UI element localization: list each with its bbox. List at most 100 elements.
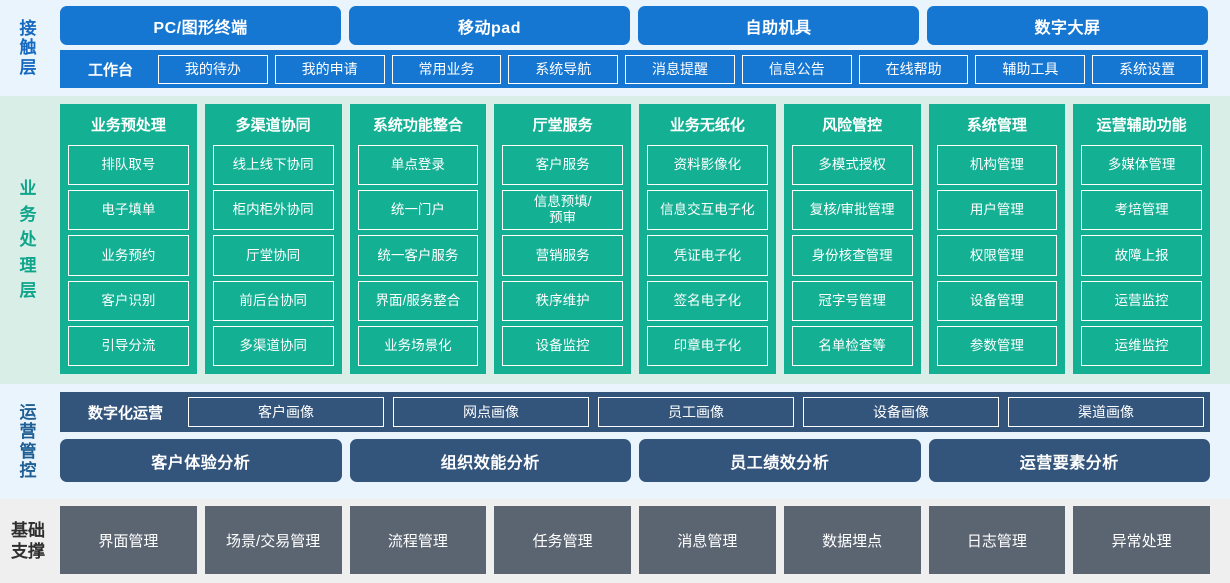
layer-contact-label-char: 层 (19, 57, 37, 77)
column-item[interactable]: 秩序维护 (502, 280, 623, 321)
column-item[interactable]: 界面/服务整合 (357, 280, 479, 321)
base-support-row: 界面管理 场景/交易管理 流程管理 任务管理 消息管理 数据埋点 日志管理 异常… (60, 506, 1210, 574)
analysis-button-operation-elements[interactable]: 运营要素分析 (928, 439, 1210, 482)
column-item[interactable]: 设备管理 (936, 280, 1058, 321)
business-column-system-integration: 系统功能整合 单点登录 统一门户 统一客户服务 界面/服务整合 业务场景化 (349, 104, 487, 374)
business-column-pre-processing: 业务预处理 排队取号 电子填单 业务预约 客户识别 引导分流 (60, 104, 197, 374)
base-button-exception-handling[interactable]: 异常处理 (1073, 506, 1210, 574)
column-item[interactable]: 考培管理 (1081, 190, 1202, 231)
column-item[interactable]: 排队取号 (68, 145, 189, 186)
column-item[interactable]: 厅堂协同 (212, 235, 334, 276)
portrait-item-channel[interactable]: 渠道画像 (1008, 397, 1205, 427)
column-item[interactable]: 资料影像化 (647, 145, 768, 186)
layer-business-label-char: 理 (19, 255, 37, 275)
column-item[interactable]: 运维监控 (1081, 325, 1202, 367)
workbench-item-information-bulletin[interactable]: 信息公告 (741, 54, 852, 84)
column-item[interactable]: 设备监控 (502, 325, 623, 367)
column-title: 多渠道协同 (235, 117, 311, 134)
column-item[interactable]: 故障上报 (1081, 235, 1202, 276)
column-title: 系统管理 (966, 117, 1027, 134)
layer-business-body: 业务预处理 排队取号 电子填单 业务预约 客户识别 引导分流 多渠道协同 线上线… (56, 96, 1230, 384)
column-item[interactable]: 复核/审批管理 (791, 190, 913, 231)
column-item[interactable]: 名单检查等 (791, 325, 913, 367)
channel-button-pc[interactable]: PC/图形终端 (60, 6, 341, 46)
base-button-data-tracking[interactable]: 数据埋点 (783, 506, 921, 574)
analysis-button-employee-performance[interactable]: 员工绩效分析 (639, 439, 921, 482)
base-button-scenario-transaction-management[interactable]: 场景/交易管理 (204, 506, 342, 574)
portrait-item-employee[interactable]: 员工画像 (598, 397, 795, 427)
column-item[interactable]: 多渠道协同 (212, 325, 334, 367)
column-item[interactable]: 线上线下协同 (212, 145, 334, 186)
business-column-lobby-service: 厅堂服务 客户服务 信息预填/ 预审 营销服务 秩序维护 设备监控 (494, 104, 631, 374)
column-item[interactable]: 签名电子化 (647, 280, 768, 321)
column-item[interactable]: 用户管理 (936, 190, 1058, 231)
analysis-button-organization-efficiency[interactable]: 组织效能分析 (349, 439, 631, 482)
business-column-system-management: 系统管理 机构管理 用户管理 权限管理 设备管理 参数管理 (928, 104, 1066, 374)
workbench-item-system-settings[interactable]: 系统设置 (1092, 54, 1203, 84)
workbench-item-common-business[interactable]: 常用业务 (391, 54, 502, 84)
column-item[interactable]: 客户服务 (502, 145, 623, 186)
column-item[interactable]: 电子填单 (68, 190, 189, 231)
column-item[interactable]: 统一门户 (357, 190, 479, 231)
column-title: 业务预处理 (90, 117, 166, 134)
workbench-item-auxiliary-tools[interactable]: 辅助工具 (975, 54, 1086, 84)
layer-operations: 运 营 管 控 数字化运营 客户画像 网点画像 员工画像 设备画像 渠道画像 客… (0, 384, 1230, 499)
layer-base-support: 基础 支撑 界面管理 场景/交易管理 流程管理 任务管理 消息管理 数据埋点 日… (0, 499, 1230, 583)
layer-operations-label-char: 运 (19, 403, 37, 423)
column-item[interactable]: 信息预填/ 预审 (502, 190, 623, 231)
portrait-item-device[interactable]: 设备画像 (803, 397, 1000, 427)
column-title: 业务无纸化 (669, 117, 745, 134)
column-item[interactable]: 前后台协同 (212, 280, 334, 321)
channel-button-self-service[interactable]: 自助机具 (638, 6, 919, 46)
column-item[interactable]: 凭证电子化 (647, 235, 768, 276)
column-item[interactable]: 机构管理 (936, 145, 1058, 186)
layer-business-label-char: 层 (19, 281, 37, 301)
base-button-interface-management[interactable]: 界面管理 (60, 506, 197, 574)
column-title: 运营辅助功能 (1096, 117, 1187, 134)
portrait-item-branch[interactable]: 网点画像 (393, 397, 590, 427)
layer-base-support-body: 界面管理 场景/交易管理 流程管理 任务管理 消息管理 数据埋点 日志管理 异常… (56, 499, 1230, 583)
workbench-item-my-todo[interactable]: 我的待办 (158, 54, 268, 84)
base-button-process-management[interactable]: 流程管理 (349, 506, 487, 574)
workbench-item-online-help[interactable]: 在线帮助 (858, 54, 969, 84)
base-button-log-management[interactable]: 日志管理 (928, 506, 1066, 574)
column-item[interactable]: 身份核查管理 (791, 235, 913, 276)
business-column-paperless: 业务无纸化 资料影像化 信息交互电子化 凭证电子化 签名电子化 印章电子化 (639, 104, 776, 374)
column-item[interactable]: 参数管理 (936, 325, 1058, 367)
channel-button-mobile-pad[interactable]: 移动pad (349, 6, 630, 46)
column-item[interactable]: 运营监控 (1081, 280, 1202, 321)
workbench-item-message-reminder[interactable]: 消息提醒 (625, 54, 735, 84)
column-item[interactable]: 客户识别 (68, 280, 189, 321)
layer-contact: 接 触 层 PC/图形终端 移动pad 自助机具 数字大屏 工作台 我的待办 我… (0, 0, 1230, 96)
workbench-item-system-navigation[interactable]: 系统导航 (508, 54, 619, 84)
layer-base-support-label-char: 支撑 (11, 542, 45, 561)
analysis-button-customer-experience[interactable]: 客户体验分析 (60, 439, 342, 482)
column-item[interactable]: 统一客户服务 (357, 235, 479, 276)
layer-business: 业 务 处 理 层 业务预处理 排队取号 电子填单 业务预约 客户识别 引导分流… (0, 96, 1230, 384)
column-item[interactable]: 营销服务 (502, 235, 623, 276)
column-item[interactable]: 柜内柜外协同 (212, 190, 334, 231)
layer-business-label-char: 处 (19, 230, 37, 250)
base-button-message-management[interactable]: 消息管理 (639, 506, 776, 574)
column-item[interactable]: 引导分流 (68, 325, 189, 367)
layer-business-label-char: 务 (19, 204, 37, 224)
column-item[interactable]: 业务场景化 (357, 325, 479, 367)
column-item[interactable]: 业务预约 (68, 235, 189, 276)
business-column-wrapper: 业务预处理 排队取号 电子填单 业务预约 客户识别 引导分流 多渠道协同 线上线… (60, 104, 1210, 374)
column-item[interactable]: 权限管理 (936, 235, 1058, 276)
portrait-item-customer[interactable]: 客户画像 (188, 397, 385, 427)
column-item[interactable]: 信息交互电子化 (647, 190, 768, 231)
layer-base-support-label-char: 基础 (11, 520, 45, 540)
column-item[interactable]: 印章电子化 (647, 325, 768, 367)
column-item[interactable]: 多媒体管理 (1081, 145, 1202, 186)
column-item[interactable]: 冠字号管理 (791, 280, 913, 321)
layer-contact-body: PC/图形终端 移动pad 自助机具 数字大屏 工作台 我的待办 我的申请 常用… (56, 0, 1230, 96)
column-item[interactable]: 单点登录 (357, 145, 479, 186)
base-button-task-management[interactable]: 任务管理 (494, 506, 631, 574)
workbench-item-my-application[interactable]: 我的申请 (274, 54, 385, 84)
column-title: 风险管控 (822, 117, 883, 134)
layer-business-label: 业 务 处 理 层 (0, 96, 56, 384)
column-item[interactable]: 多模式授权 (791, 145, 913, 186)
channel-button-digital-screen[interactable]: 数字大屏 (927, 6, 1208, 46)
